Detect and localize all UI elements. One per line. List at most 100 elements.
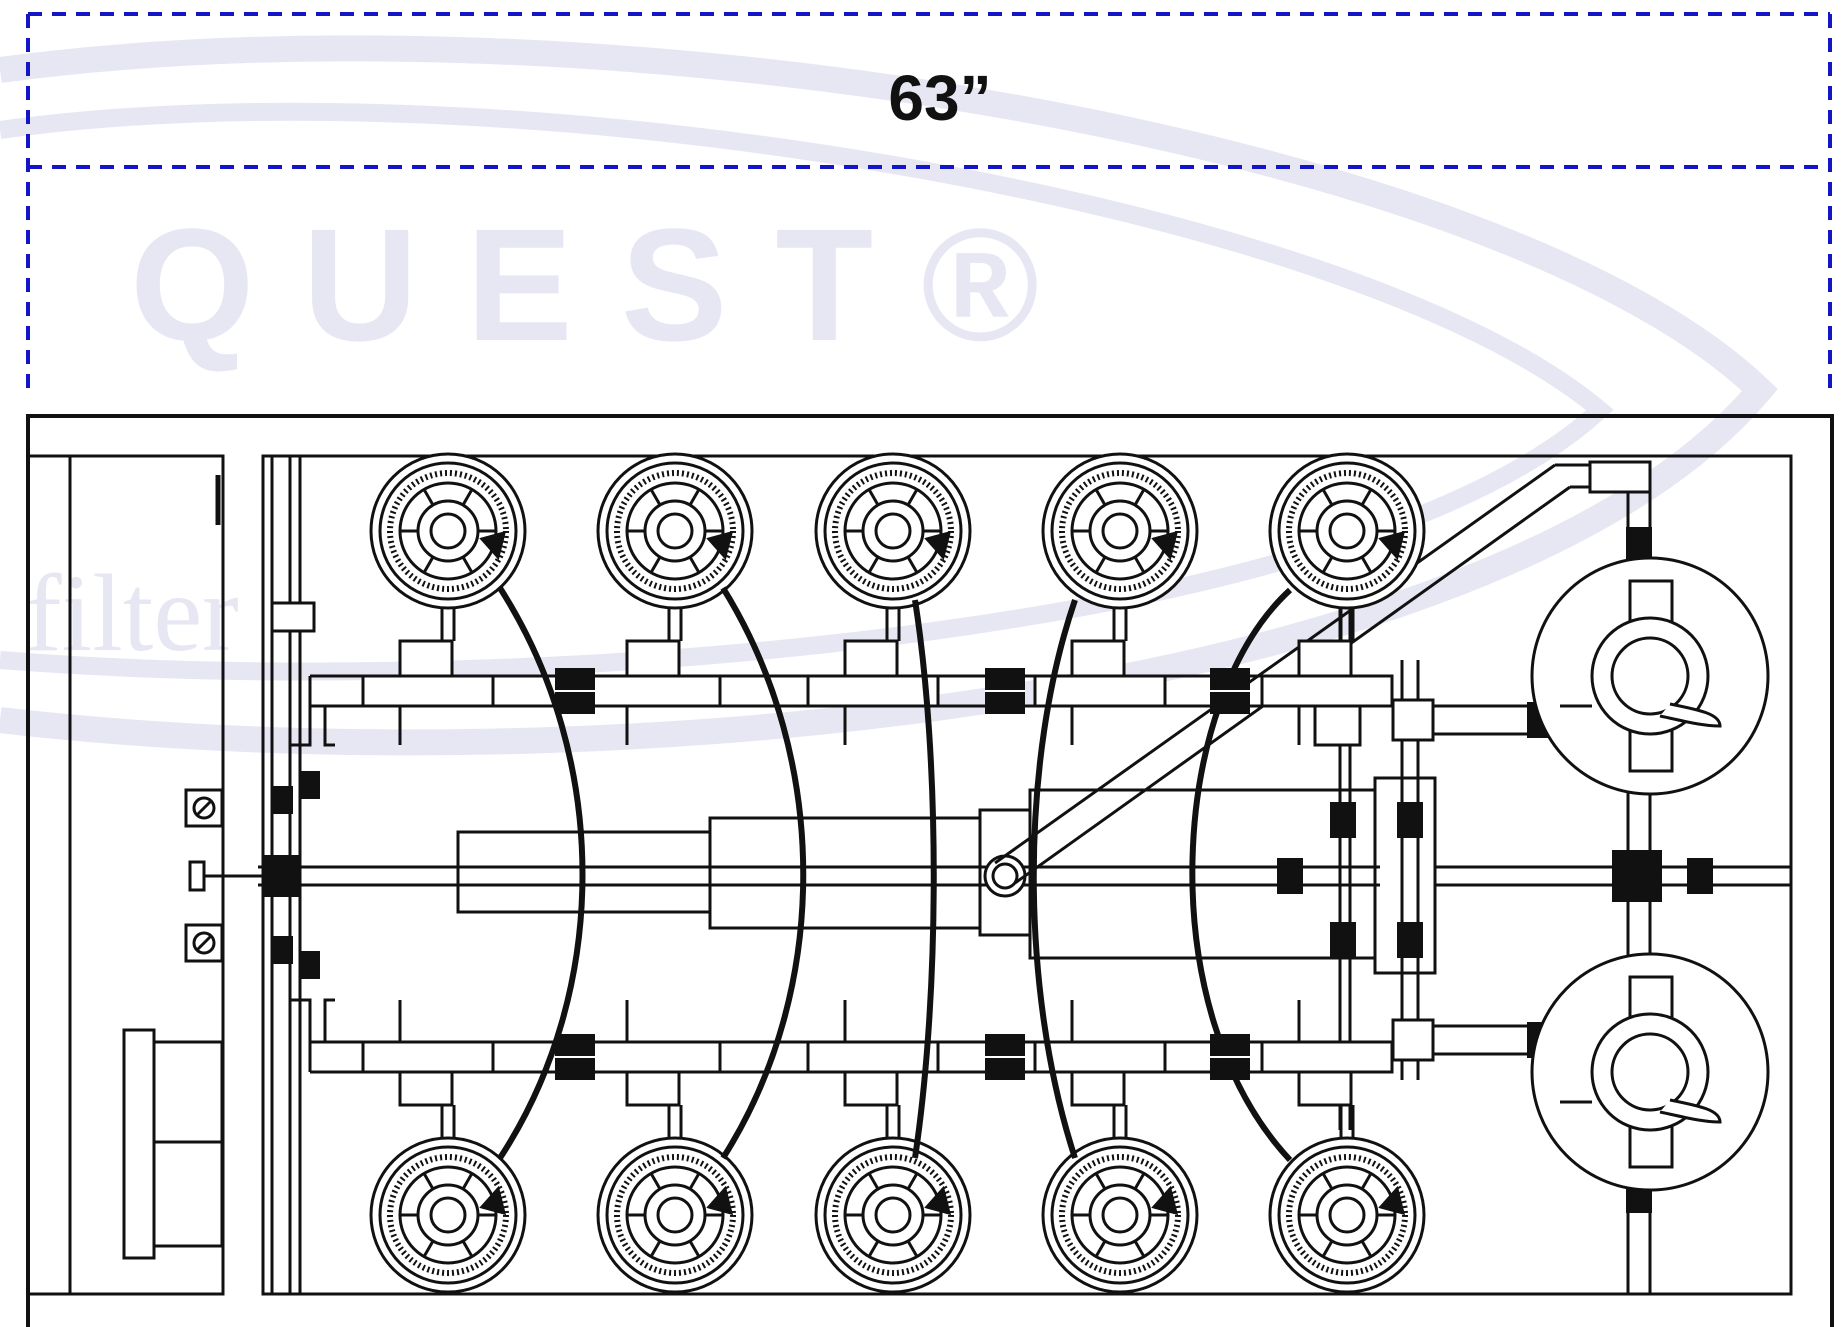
diagonal-elbow <box>1588 460 1652 494</box>
small-union <box>1330 922 1356 958</box>
gauge-valve <box>1530 952 1770 1192</box>
gauge-needle-icon <box>1378 530 1406 561</box>
housing-outer-ring <box>1268 1136 1426 1294</box>
housing-spoke <box>1094 1172 1107 1190</box>
header-tee <box>1033 674 1167 708</box>
screw-slot <box>195 934 213 952</box>
lower-elbow <box>1391 1018 1435 1062</box>
gauge-needle-icon <box>1151 530 1179 561</box>
housing-spoke <box>649 556 662 574</box>
watermark-brand: QUEST® <box>130 195 1087 374</box>
housing-inner-ring <box>1277 1145 1417 1285</box>
header-tee <box>1260 1040 1394 1074</box>
housing-spoke <box>461 1172 474 1190</box>
header-tee <box>1033 1040 1167 1074</box>
housing-spoke <box>1360 1240 1373 1258</box>
tee-fitting <box>625 639 681 678</box>
header-tee <box>1260 674 1394 708</box>
right-bracket <box>1373 776 1437 975</box>
housing-spoke <box>688 1172 701 1190</box>
bottom-header-elbow <box>290 998 335 1072</box>
valve-knob-icon <box>1610 636 1690 716</box>
diagonal-pipe-upper <box>994 463 1556 865</box>
housing-inner-ring <box>1050 1145 1190 1285</box>
housing-spoke <box>1094 488 1107 506</box>
valve-lever-icon <box>1659 702 1722 728</box>
header-tee <box>588 674 722 708</box>
filter-housing <box>1260 452 1426 745</box>
tee-fitting <box>398 1068 454 1107</box>
housing-outer-ring <box>369 452 527 610</box>
manifold-union <box>273 936 293 964</box>
housing-spoke <box>1094 1240 1107 1258</box>
tee-fitting <box>1297 639 1353 678</box>
housing-inner-ring <box>605 1145 745 1285</box>
gauge-needle-icon <box>479 530 507 561</box>
header-tee <box>361 1040 495 1074</box>
dimension-width-label: 63” <box>888 62 991 134</box>
small-union <box>1687 858 1713 894</box>
hose <box>720 586 807 1160</box>
valve-lever-icon <box>1659 1098 1722 1124</box>
tee-fitting <box>1297 1068 1353 1107</box>
housing-outer-ring <box>814 1136 972 1294</box>
housing-spoke <box>422 556 435 574</box>
housing-spoke <box>906 1172 919 1190</box>
tank-port-inner <box>991 862 1019 890</box>
diagonal-pipe-end <box>1555 463 1590 489</box>
filter-housing <box>361 1000 527 1294</box>
housing-center <box>429 512 467 550</box>
screw-icon <box>192 931 216 955</box>
housing-outer-ring <box>596 452 754 610</box>
dimension-annotation <box>26 12 1832 395</box>
housing-center <box>1101 1196 1139 1234</box>
housing-spoke <box>1321 488 1334 506</box>
housing-spoke <box>1360 556 1373 574</box>
gauge-needle-icon <box>1151 1185 1179 1216</box>
housing-center <box>429 1196 467 1234</box>
left-manifold-union <box>270 601 316 633</box>
screw-slot <box>195 799 213 817</box>
watermark-sub: filter <box>25 552 239 674</box>
tee-fitting <box>1070 1068 1126 1107</box>
housing-outer-ring <box>1041 1136 1199 1294</box>
screw-icon <box>192 796 216 820</box>
tank-section-4 <box>1028 788 1382 960</box>
housing-spoke <box>1094 556 1107 574</box>
housing-spoke <box>461 556 474 574</box>
housing-inner-ring <box>1277 461 1417 601</box>
cross-fitting <box>1612 850 1662 902</box>
housings-top-row <box>361 452 1426 745</box>
diagonal-drop <box>1626 470 1652 515</box>
drain-box <box>152 1040 224 1248</box>
housing-center <box>656 512 694 550</box>
housing-spoke <box>1321 1240 1334 1258</box>
housing-spoke <box>422 1172 435 1190</box>
housing-spoke <box>1360 488 1373 506</box>
gauge-valve <box>1530 556 1770 796</box>
housing-center <box>656 1196 694 1234</box>
housing-inner-ring <box>823 461 963 601</box>
header-tee <box>806 674 940 708</box>
tank-section-2 <box>708 816 984 930</box>
filter-housing <box>361 452 527 745</box>
housing-outer-ring <box>369 1136 527 1294</box>
tee-fitting <box>843 639 899 678</box>
header-tee <box>588 1040 722 1074</box>
small-union <box>1277 858 1303 894</box>
manifold-union <box>300 951 320 979</box>
housing-spoke <box>649 488 662 506</box>
housing-spoke <box>867 1240 880 1258</box>
tank-port <box>983 854 1027 898</box>
tee-fitting <box>843 1068 899 1107</box>
housing-inner-ring <box>605 461 745 601</box>
gauge-needle-icon <box>706 1185 734 1216</box>
gauge-needle-icon <box>924 530 952 561</box>
tee-fitting <box>398 639 454 678</box>
watermark-swoosh-inner <box>0 102 1614 681</box>
hose <box>497 586 586 1160</box>
filter-housing <box>1033 1000 1199 1294</box>
hose <box>912 599 937 1159</box>
housing-spoke <box>867 1172 880 1190</box>
housing-spoke <box>461 1240 474 1258</box>
